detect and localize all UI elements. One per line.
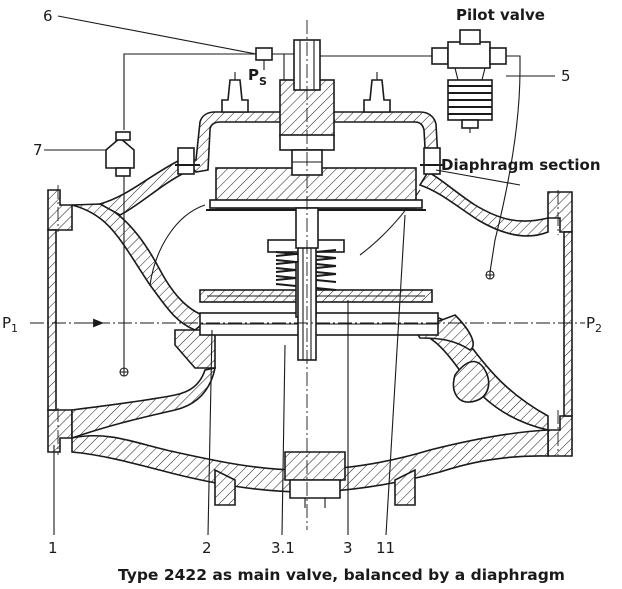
diaphragm-section-label: Diaphragm section	[441, 156, 601, 174]
p2-label: P2	[586, 314, 602, 335]
leader-lines	[44, 15, 555, 536]
callout-6: 6	[43, 7, 53, 25]
p1-main: P	[2, 314, 11, 332]
chamber-outline	[149, 204, 206, 286]
callout-2: 2	[202, 539, 212, 557]
seat-and-plug	[199, 289, 439, 336]
flange-axes	[57, 185, 559, 455]
p1-sub: 1	[11, 322, 18, 335]
callout-1: 1	[48, 539, 58, 557]
control-lines	[105, 47, 521, 377]
p2-sub: 2	[595, 322, 602, 335]
ps-main: P	[248, 66, 259, 84]
callout-5: 5	[561, 67, 571, 85]
callout-3-1: 3.1	[271, 539, 295, 557]
callout-3: 3	[343, 539, 353, 557]
ps-label: PS	[248, 66, 267, 88]
callout-7: 7	[33, 141, 43, 159]
ps-sub: S	[259, 75, 267, 88]
p1-label: P1	[2, 314, 18, 335]
callout-11: 11	[376, 539, 395, 557]
pilot-valve	[431, 29, 507, 133]
p2-main: P	[586, 314, 595, 332]
figure-caption: Type 2422 as main valve, balanced by a d…	[118, 566, 565, 584]
pilot-valve-label: Pilot valve	[456, 6, 545, 24]
